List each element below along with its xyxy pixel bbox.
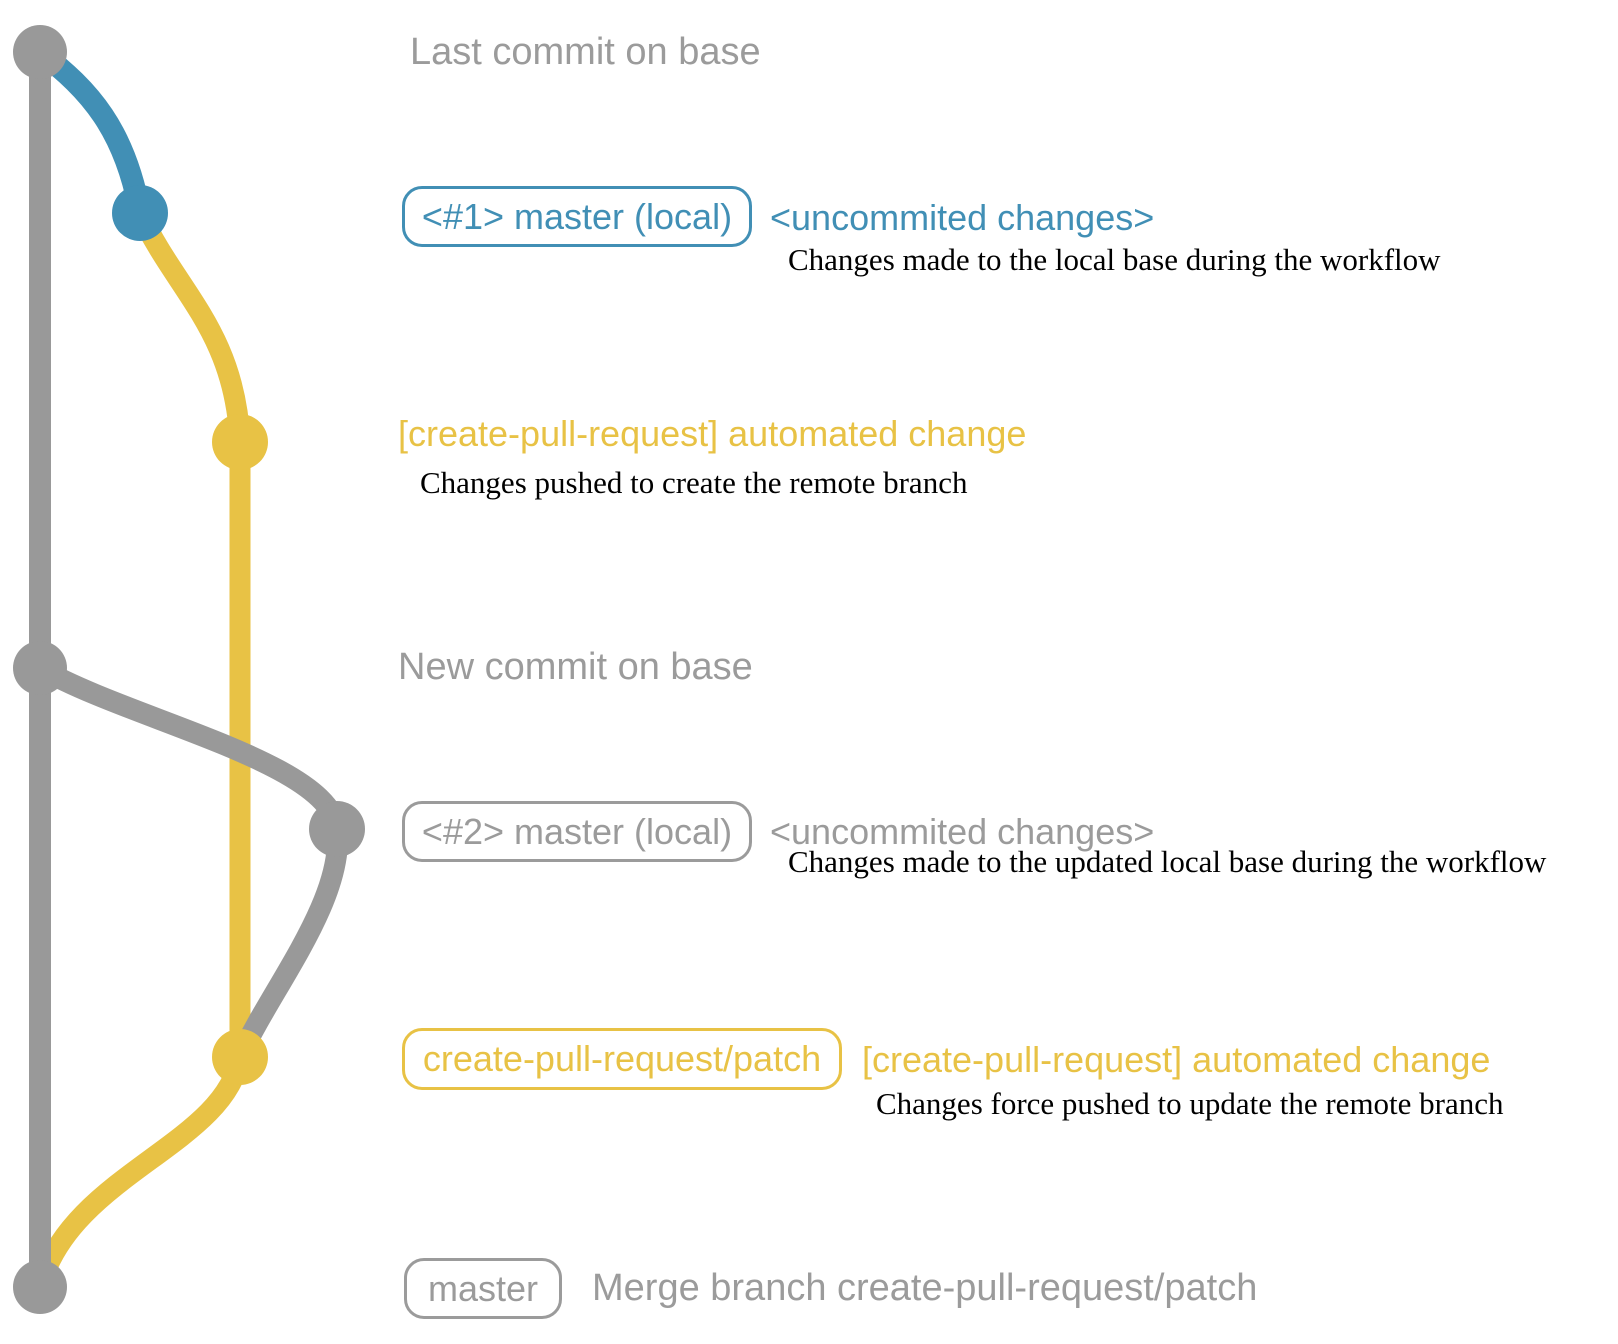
commit-dot-local-master-1 <box>112 185 168 241</box>
merge-branch-label: Merge branch create-pull-request/patch <box>592 1267 1258 1309</box>
automated-change-annotation-1: [create-pull-request] automated change <box>398 413 1027 454</box>
automated-change-annotation-2: [create-pull-request] automated change <box>862 1039 1491 1080</box>
note-updated-local-base-changes: Changes made to the updated local base d… <box>788 844 1547 879</box>
last-commit-label: Last commit on base <box>410 31 761 73</box>
note-local-base-changes: Changes made to the local base during th… <box>788 242 1441 277</box>
commit-dot-remote-branch-2 <box>212 1029 268 1085</box>
commit-dot-remote-branch-1 <box>212 414 268 470</box>
badge-master-local-2: <#2> master (local) <box>402 801 752 862</box>
badge-master-local-1: <#1> master (local) <box>402 186 752 247</box>
blue-branch-curve <box>29 41 151 224</box>
yellow-branch-merge-curve <box>29 1046 251 1298</box>
commit-dot-local-master-2 <box>309 801 365 857</box>
uncommitted-changes-annotation-2: <uncommited changes> <box>770 811 1155 852</box>
badge-create-pull-request-patch-text: create-pull-request/patch <box>422 1038 822 1079</box>
commit-dot-merge <box>13 1260 67 1314</box>
new-commit-label: New commit on base <box>398 646 753 688</box>
commit-dot-base-new <box>13 641 67 695</box>
commit-dot-base-last <box>13 25 67 79</box>
note-force-pushed-update-remote: Changes force pushed to update the remot… <box>876 1086 1504 1121</box>
uncommitted-changes-annotation-1: <uncommited changes> <box>770 197 1155 238</box>
badge-master: master <box>404 1258 562 1319</box>
badge-master-local-1-text: <#1> master (local) <box>421 195 733 237</box>
note-pushed-create-remote: Changes pushed to create the remote bran… <box>420 465 968 500</box>
yellow-branch-curve-top <box>129 202 251 453</box>
badge-master-local-2-text: <#2> master (local) <box>421 810 733 852</box>
badge-create-pull-request-patch: create-pull-request/patch <box>402 1028 842 1090</box>
gray-branch-curve-in <box>229 818 349 1068</box>
badge-master-text: master <box>427 1267 539 1309</box>
gray-branch-curve-out <box>29 657 348 840</box>
